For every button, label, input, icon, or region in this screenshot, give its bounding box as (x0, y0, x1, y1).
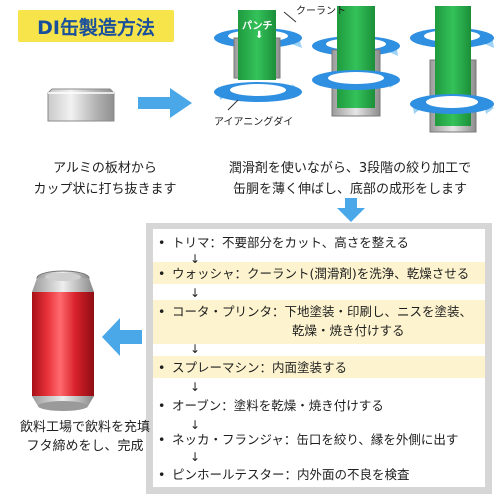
step-text: ウォッシャ：クーラント(潤滑剤)を洗浄、乾燥させる (172, 266, 470, 281)
highlight-band-spray (153, 356, 485, 378)
flow-down-arrow: ↓ (190, 450, 201, 464)
ironing-caption-line2: 缶胴を薄く伸ばし、底部の成形をします (232, 182, 467, 197)
step-text: コータ・プリンタ：下地塗装・印刷し、ニスを塗装、 (172, 304, 473, 319)
bullet: • (158, 235, 166, 250)
bullet: • (158, 304, 166, 319)
step-text: オーブン：塗料を乾燥・焼き付けする (172, 398, 384, 413)
left-arrow-icon (102, 318, 142, 356)
bullet: • (158, 360, 166, 375)
step-coater-printer: • コータ・プリンタ：下地塗装・印刷し、ニスを塗装、 (158, 302, 472, 322)
aluminum-can-icon (32, 270, 94, 411)
punch-label: パンチ (242, 21, 273, 32)
bullet: • (158, 432, 166, 447)
bullet: • (158, 467, 166, 482)
flow-down-arrow: ↓ (190, 286, 201, 300)
flow-down-arrow: ↓ (190, 252, 201, 266)
coolant-label: クーラント (296, 6, 346, 17)
highlight-band-washer (153, 262, 485, 284)
finish-caption-line1: 飲料工場で飲料を充填 (19, 420, 150, 435)
ironing-die-label: アイアニングダイ (214, 117, 294, 128)
flow-down-arrow: ↓ (190, 418, 201, 432)
finish-caption-line2: フタ締めをし、完成 (26, 439, 144, 454)
step-washer: • ウォッシャ：クーラント(潤滑剤)を洗浄、乾燥させる (158, 264, 469, 284)
flow-down-arrow: ↓ (190, 380, 201, 394)
step-text: トリマ：不要部分をカット、高さを整える (172, 235, 409, 250)
bullet: • (158, 266, 166, 281)
down-arrow-icon (337, 198, 365, 222)
punch-down-icon: ⬇ (255, 30, 264, 41)
stamping-caption-line2: カップ状に打ち抜きます (33, 182, 177, 197)
punch-die-icon (214, 6, 494, 133)
step-oven: • オーブン：塗料を乾燥・焼き付けする (158, 396, 384, 416)
step-text: スプレーマシン：内面塗装する (172, 360, 348, 375)
step-text: ネッカ・フランジャ：缶口を絞り、縁を外側に出す (172, 432, 459, 447)
flow-down-arrow: ↓ (190, 342, 201, 356)
highlight-band-coater (153, 300, 485, 344)
right-arrow-icon (138, 88, 192, 118)
page-title: DI缶製造方法 (18, 10, 174, 42)
ironing-caption: 潤滑剤を使いながら、3段階の絞り加工で 缶胴を薄く伸ばし、底部の成形をします (200, 158, 500, 200)
stamping-caption-line1: アルミの板材から (53, 161, 157, 176)
step-necker-flanger: • ネッカ・フランジャ：缶口を絞り、縁を外側に出す (158, 430, 458, 450)
ironing-caption-line1: 潤滑剤を使いながら、3段階の絞り加工で (228, 161, 472, 176)
step-spray-machine: • スプレーマシン：内面塗装する (158, 358, 347, 378)
step-coater-printer-cont: 乾燥・焼き付けする (292, 323, 405, 338)
stamping-caption: アルミの板材から カップ状に打ち抜きます (10, 158, 200, 200)
step-text: ピンホールテスター：内外面の不良を検査 (172, 467, 410, 482)
step-trimmer: • トリマ：不要部分をカット、高さを整える (158, 233, 409, 253)
finish-caption: 飲料工場で飲料を充填 フタ締めをし、完成 (10, 418, 160, 456)
bullet: • (158, 398, 166, 413)
step-pinhole-tester: • ピンホールテスター：内外面の不良を検査 (158, 465, 410, 485)
aluminum-blank-icon (47, 88, 115, 122)
